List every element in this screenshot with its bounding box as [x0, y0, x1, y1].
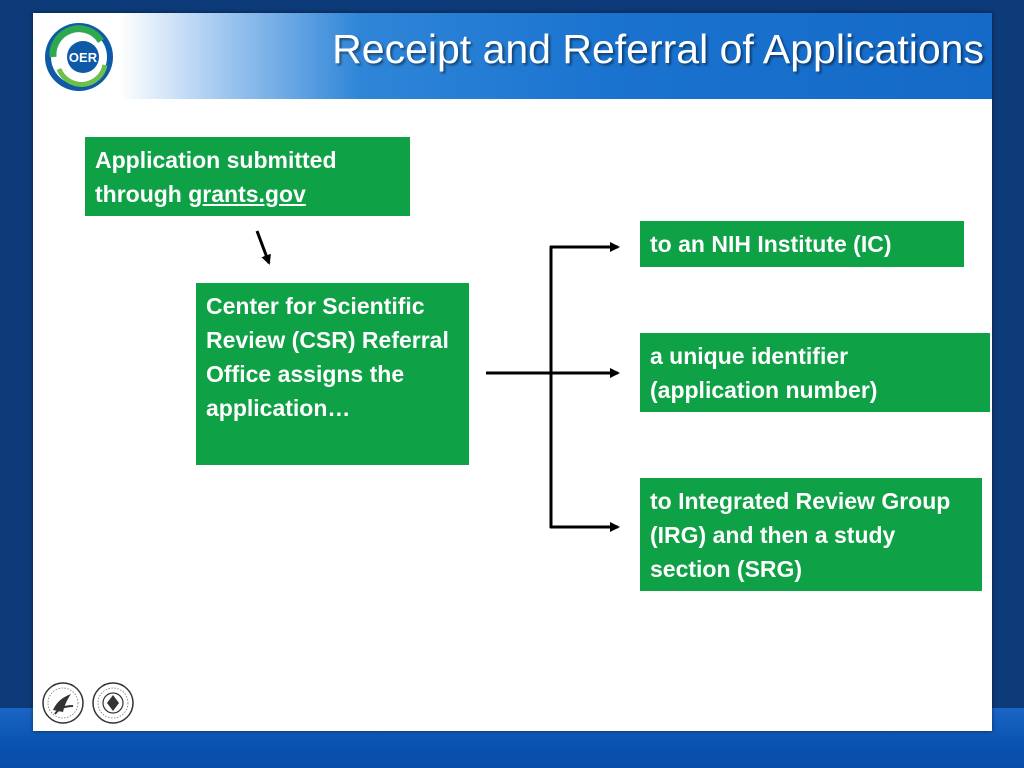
- target-irg-box: to Integrated Review Group (IRG) and the…: [640, 478, 982, 591]
- page-title: Receipt and Referral of Applications: [332, 26, 984, 72]
- submitted-box: Application submitted through grants.gov: [85, 137, 410, 216]
- oer-logo-icon: OER: [45, 23, 113, 91]
- arrow-submit-to-csr: [255, 230, 271, 265]
- csr-box: Center for Scientific Review (CSR) Refer…: [196, 283, 469, 465]
- svg-text:OER: OER: [69, 50, 98, 65]
- hhs-seal-icon: [42, 682, 84, 724]
- flow-connectors: [255, 230, 620, 532]
- slide: OER Receipt and Referral of Applications…: [33, 13, 992, 731]
- target-ic-box: to an NIH Institute (IC): [640, 221, 964, 267]
- grants-gov-link[interactable]: grants.gov: [188, 181, 306, 207]
- submitted-line1: Application submitted: [95, 147, 337, 173]
- submitted-line2-prefix: through: [95, 181, 189, 207]
- nih-seal-icon: [92, 682, 134, 724]
- slide-header: OER Receipt and Referral of Applications: [33, 13, 992, 99]
- target-identifier-box: a unique identifier (application number): [640, 333, 990, 412]
- footer-logos: [42, 682, 134, 724]
